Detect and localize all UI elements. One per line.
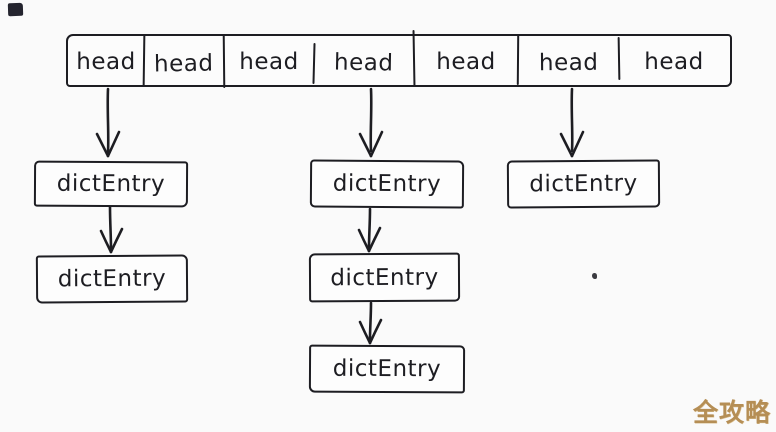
watermark-text: 全攻略 — [692, 398, 771, 427]
arrow-down-icon — [357, 207, 382, 253]
bucket-cell-4: head — [314, 29, 416, 88]
dict-entry-node: dictEntry — [35, 254, 189, 304]
arrow-down-icon — [95, 87, 121, 158]
bucket-label: head — [644, 48, 704, 75]
arrow-down-icon — [559, 87, 585, 158]
dict-entry-label: dictEntry — [529, 170, 638, 198]
dict-entry-node: dictEntry — [309, 159, 465, 209]
dict-entry-node: dictEntry — [33, 160, 189, 208]
bucket-cell-5: head — [414, 34, 520, 86]
dict-entry-label: dictEntry — [330, 264, 439, 291]
arrow-down-icon — [358, 301, 383, 345]
bucket-label: head — [334, 48, 394, 77]
bucket-label: head — [538, 49, 599, 76]
arrow-down-icon — [358, 87, 384, 158]
bucket-cell-1: head — [68, 34, 146, 87]
ink-dot — [592, 273, 597, 279]
dict-entry-node: dictEntry — [506, 159, 661, 209]
bucket-cell-6: head — [518, 36, 621, 85]
hash-bucket-array: head head head head head head head — [66, 29, 732, 89]
bucket-cell-2: head — [144, 33, 226, 89]
dict-entry-label: dictEntry — [57, 265, 167, 293]
arrow-down-icon — [99, 205, 124, 254]
dict-entry-label: dictEntry — [56, 170, 166, 198]
bucket-label: head — [76, 48, 136, 75]
bucket-label: head — [436, 48, 496, 75]
dict-entry-node: dictEntry — [308, 252, 461, 303]
bucket-cell-3: head — [224, 36, 316, 85]
bucket-cell-7: head — [619, 36, 729, 85]
ink-blotch-mark — [7, 2, 24, 17]
dict-entry-node: dictEntry — [308, 344, 466, 394]
bucket-label: head — [154, 49, 214, 78]
bucket-label: head — [239, 48, 299, 75]
dict-entry-label: dictEntry — [332, 355, 442, 383]
dict-entry-label: dictEntry — [332, 170, 442, 198]
